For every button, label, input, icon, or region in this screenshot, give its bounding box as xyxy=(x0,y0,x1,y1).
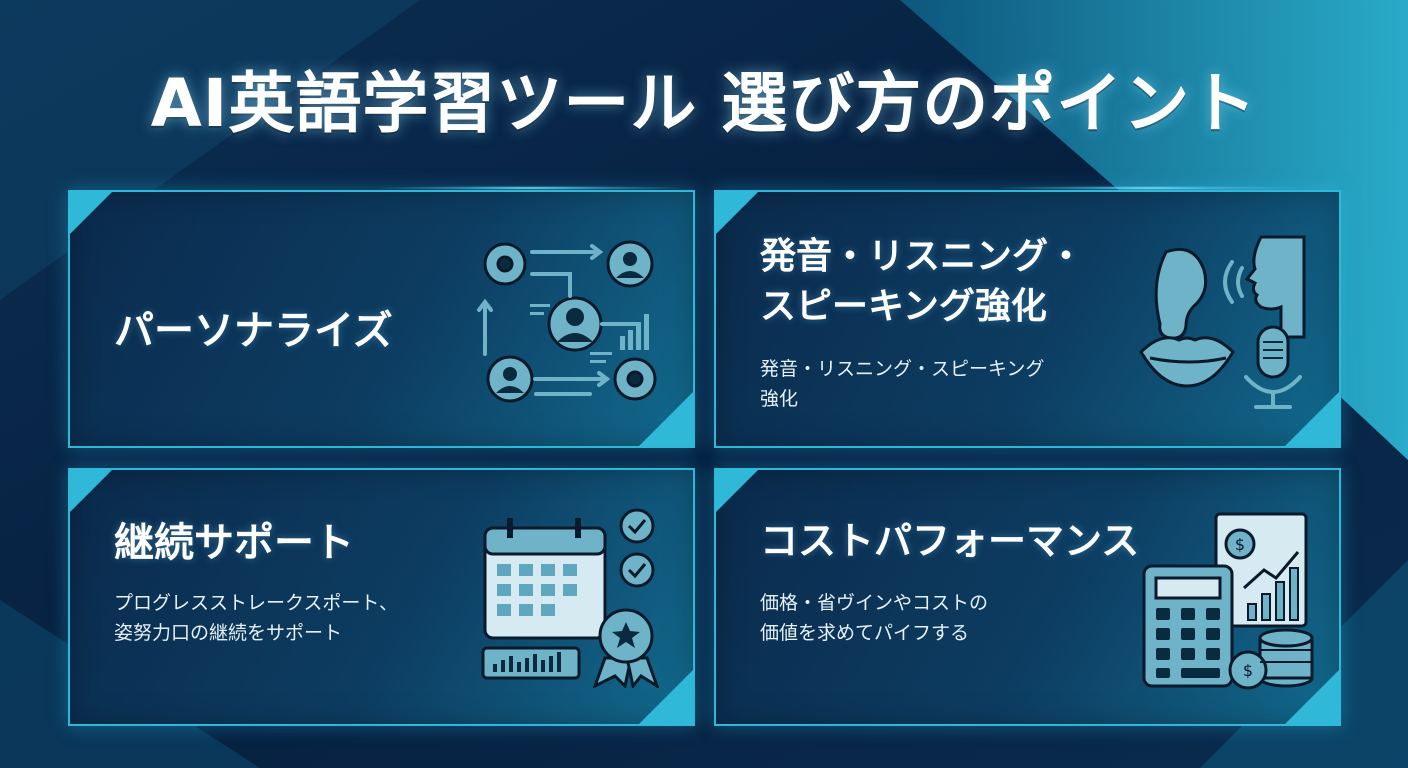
page-title: AI英語学習ツール 選び方のポイント xyxy=(150,65,1258,142)
corner-accent xyxy=(1285,670,1339,724)
card-pronunciation: 発音・リスニング・ スピーキング強化 発音・リスニング・スピーキング 強化 xyxy=(714,190,1341,448)
light-streak xyxy=(380,186,680,190)
light-streak xyxy=(1000,186,1300,190)
corner-accent xyxy=(70,192,112,234)
card-title: パーソナライズ xyxy=(114,308,393,354)
card-title: 発音・リスニング・ スピーキング強化 xyxy=(760,236,1085,327)
card-description: プログレスストレークスポート、 姿努力口の継続をサポート xyxy=(114,592,399,644)
card-continuity: 継続サポート プログレスストレークスポート、 姿努力口の継続をサポート xyxy=(68,468,695,726)
corner-accent xyxy=(639,670,693,724)
card-title: コストパフォーマンス xyxy=(760,519,1140,563)
personalization-network-icon xyxy=(477,240,657,403)
card-description: 発音・リスニング・スピーキング 強化 xyxy=(760,358,1045,410)
card-title: 継続サポート xyxy=(114,520,354,566)
svg-text:$: $ xyxy=(1243,661,1253,680)
calculator-coins-icon: $ $ xyxy=(1142,512,1314,690)
card-personalization: パーソナライズ xyxy=(68,190,695,448)
corner-accent xyxy=(1285,392,1339,446)
svg-text:$: $ xyxy=(1235,535,1245,554)
card-cost-performance: コストパフォーマンス 価格・省ヴインやコストの 価値を求めてパイフする $ xyxy=(714,468,1341,726)
corner-accent xyxy=(716,470,758,512)
corner-accent xyxy=(716,192,758,234)
ear-mouth-microphone-icon xyxy=(1139,235,1306,409)
card-description: 価格・省ヴインやコストの 価値を求めてパイフする xyxy=(760,592,989,644)
calendar-badge-icon xyxy=(481,508,660,688)
corner-accent xyxy=(70,470,112,512)
corner-accent xyxy=(639,392,693,446)
